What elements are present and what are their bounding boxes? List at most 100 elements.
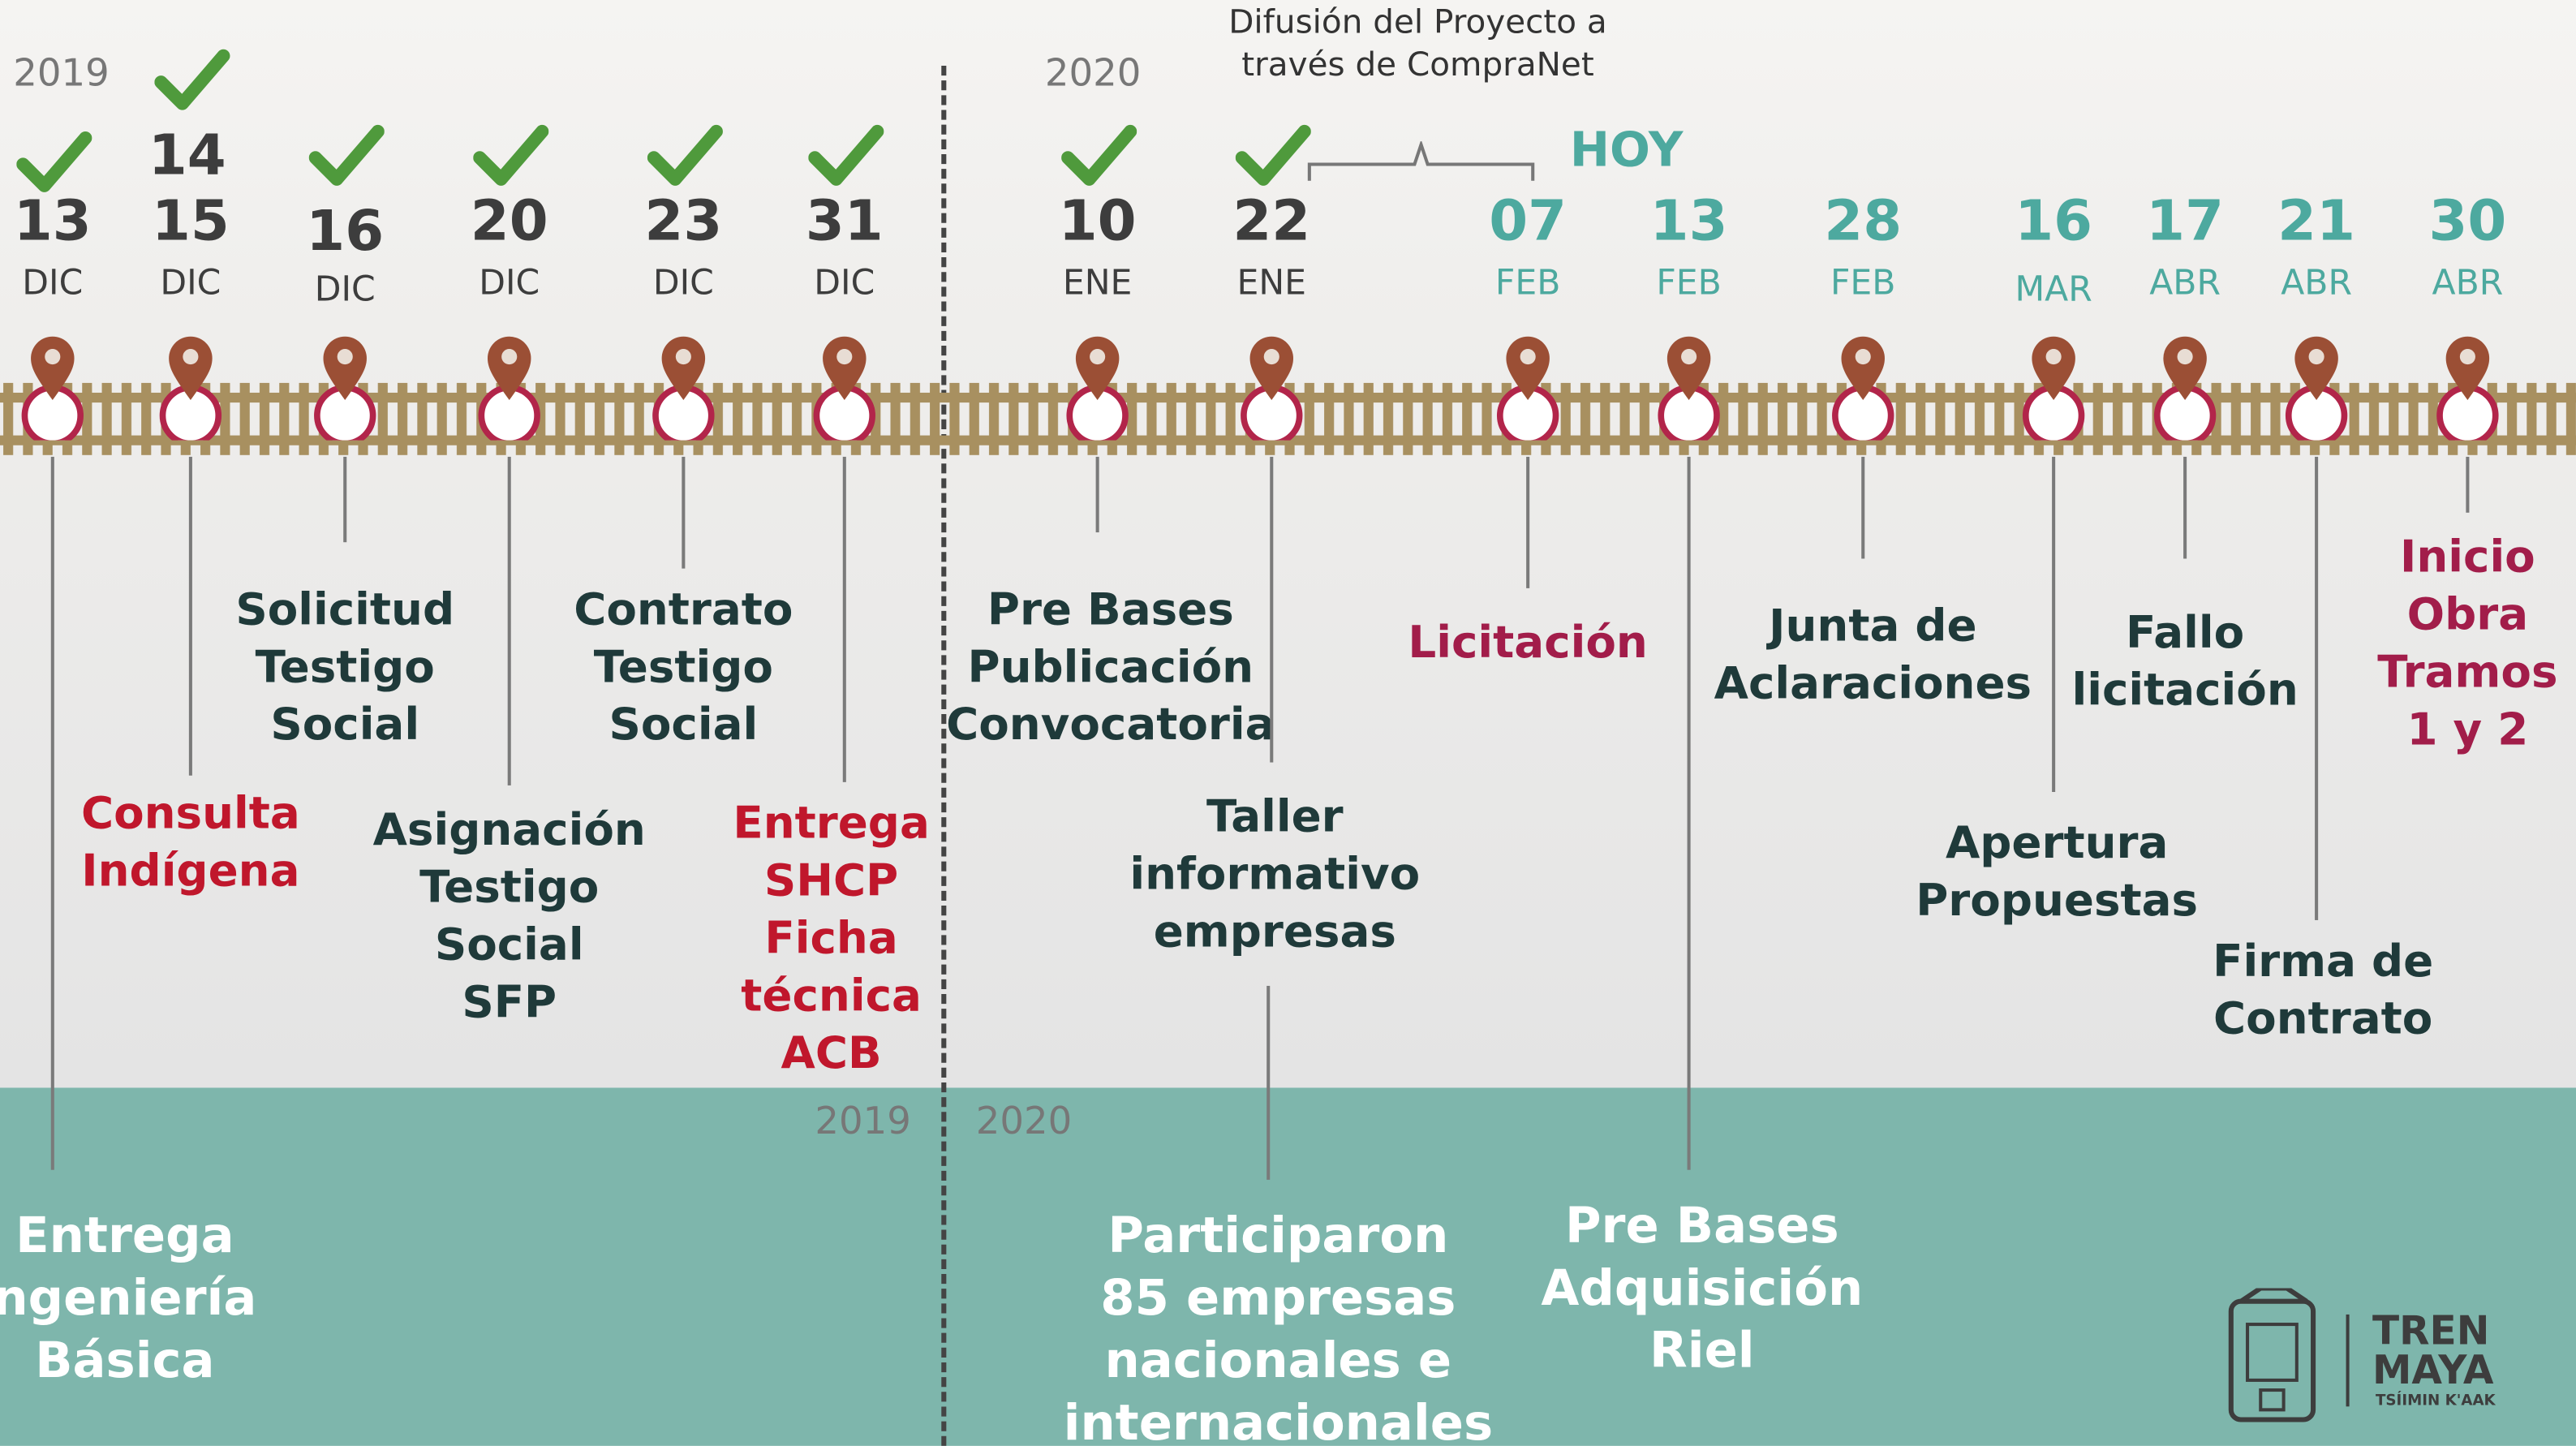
logo-title-line2: MAYA bbox=[2372, 1347, 2494, 1394]
event-label-line: Fallo bbox=[2126, 608, 2245, 659]
event-sub-label-line: 85 empresas bbox=[1100, 1270, 1456, 1328]
event-stem bbox=[842, 456, 846, 782]
logo-subtitle: TSÍIMIN K'AAK bbox=[2376, 1393, 2496, 1410]
event-stem bbox=[188, 456, 192, 776]
event-month: ABR bbox=[2432, 262, 2504, 303]
location-pin-icon bbox=[2436, 336, 2499, 441]
event-label: Junta de Aclaraciones bbox=[1675, 598, 2070, 713]
event-label: Licitación bbox=[1331, 614, 1725, 672]
event-day: 31 bbox=[805, 188, 884, 255]
event-label-line: Solicitud bbox=[235, 584, 455, 636]
event-label-line: SFP bbox=[462, 977, 557, 1029]
event-label-line: Pre Bases bbox=[987, 584, 1234, 636]
event-label-line: Publicación bbox=[967, 642, 1254, 694]
event-label-line: Junta de bbox=[1769, 601, 1977, 652]
event-label-line: ngeniería bbox=[0, 1270, 257, 1328]
event-day: 17 bbox=[2146, 188, 2225, 255]
check-icon bbox=[1061, 124, 1137, 186]
event-label-line: ACB bbox=[781, 1028, 882, 1080]
compranet-note-line1: Difusión del Proyecto a bbox=[1228, 2, 1607, 41]
logo-title: TREN MAYA bbox=[2372, 1311, 2493, 1390]
event-label-line: Testigo bbox=[593, 642, 773, 694]
event-month: FEB bbox=[1656, 262, 1722, 303]
event-month: ENE bbox=[1236, 262, 1307, 303]
event-label-line: empresas bbox=[1153, 906, 1396, 958]
event-stem bbox=[343, 456, 347, 543]
rail-track bbox=[0, 382, 2576, 455]
event-label-line: Obra bbox=[2406, 589, 2529, 641]
event-label-line: Entrega bbox=[15, 1207, 234, 1266]
event-stem bbox=[1861, 456, 1865, 559]
check-icon bbox=[1235, 124, 1311, 186]
event-sub-label-line: Participaron bbox=[1107, 1207, 1449, 1266]
event-day: 21 bbox=[2277, 188, 2356, 255]
event-day: 13 bbox=[13, 188, 92, 255]
compranet-note: Difusión del Proyecto a través de Compra… bbox=[1172, 0, 1664, 85]
event-month: MAR bbox=[2015, 269, 2092, 309]
event-stem bbox=[2466, 456, 2470, 513]
compranet-note-line2: través de CompraNet bbox=[1241, 44, 1594, 84]
event-month: DIC bbox=[479, 262, 540, 303]
event-label-line: Básica bbox=[35, 1332, 215, 1391]
year-2019-label: 2019 bbox=[13, 52, 110, 96]
check-icon bbox=[808, 124, 884, 186]
event-day: 16 bbox=[2015, 188, 2093, 255]
event-label-line: SHCP bbox=[763, 855, 899, 907]
location-pin-icon bbox=[21, 336, 84, 441]
teal-band bbox=[0, 1087, 2576, 1446]
event-month: DIC bbox=[314, 269, 376, 309]
event-label-line: Consulta bbox=[80, 788, 300, 840]
logo-divider bbox=[2346, 1314, 2350, 1407]
location-pin-icon bbox=[1496, 336, 1559, 441]
event-stem bbox=[1270, 456, 1274, 763]
location-pin-icon bbox=[652, 336, 715, 441]
event-stem bbox=[2183, 456, 2187, 559]
event-month: ABR bbox=[2149, 262, 2221, 303]
event-label-line: Inicio bbox=[2400, 532, 2535, 583]
location-pin-icon bbox=[1832, 336, 1894, 441]
check-icon bbox=[16, 131, 92, 192]
event-day: 22 bbox=[1232, 188, 1311, 255]
event-label: Firma de Contrato bbox=[2126, 933, 2520, 1048]
location-pin-icon bbox=[1658, 336, 1720, 441]
year-2019-bottom-label: 2019 bbox=[815, 1100, 911, 1144]
event-label-line: Contrato bbox=[2213, 994, 2433, 1045]
check-icon bbox=[647, 124, 723, 186]
check-icon bbox=[473, 124, 549, 186]
event-stem bbox=[1526, 456, 1530, 588]
event-label-line: Taller bbox=[1206, 792, 1344, 843]
event-label-line: Licitación bbox=[1408, 618, 1648, 669]
event-label-line: Firma de bbox=[2213, 936, 2434, 988]
event-label-line: Social bbox=[434, 919, 584, 971]
event-stem bbox=[1687, 456, 1691, 1170]
event-label-line: técnica bbox=[741, 970, 922, 1022]
event-label-line: Aclaraciones bbox=[1714, 658, 2032, 710]
event-label-line: Asignación bbox=[372, 805, 646, 856]
event-label-line: Convocatoria bbox=[946, 699, 1275, 751]
event-label-line: Contrato bbox=[574, 584, 793, 636]
event-stem bbox=[507, 456, 511, 785]
year-divider bbox=[941, 65, 947, 1446]
location-pin-icon bbox=[1066, 336, 1129, 441]
event-label-line: Adquisición bbox=[1541, 1260, 1864, 1318]
hoy-label: HOY bbox=[1569, 121, 1684, 178]
event-label-line: Indígena bbox=[81, 846, 300, 897]
event-label-line: Entrega bbox=[733, 798, 930, 850]
event-label-line: Pre Bases bbox=[1564, 1198, 1839, 1256]
event-stem bbox=[682, 456, 686, 569]
event-sub-label-line: internacionales bbox=[1063, 1395, 1494, 1446]
event-label-line: Apertura bbox=[1945, 818, 2169, 870]
event-day-extra: 14 bbox=[148, 123, 226, 189]
event-label-line: Testigo bbox=[255, 642, 435, 694]
event-day: 07 bbox=[1489, 188, 1568, 255]
event-stem bbox=[50, 456, 54, 1170]
